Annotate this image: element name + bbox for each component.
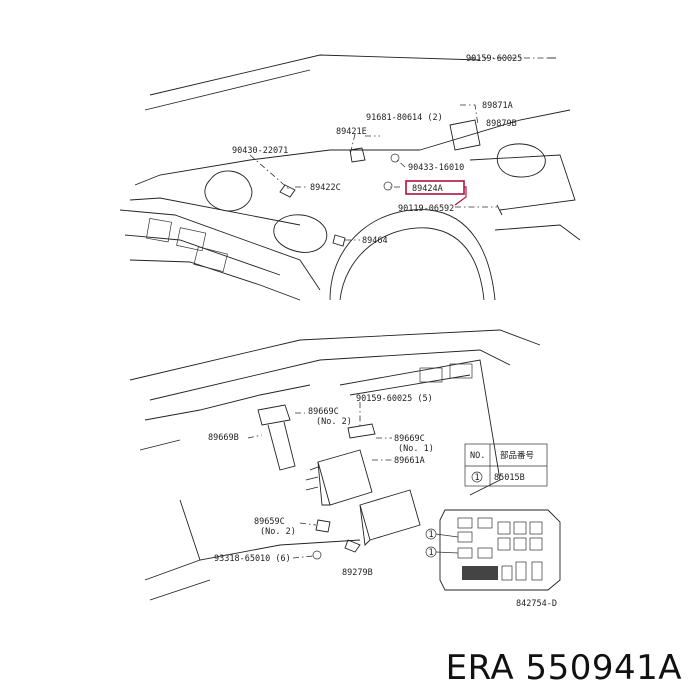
table-row-no: 1 [475,473,480,483]
label-89661a: 89661A [394,456,425,466]
label-89669c-no1: 89669C [394,434,425,444]
table-row-part: 85015B [494,473,525,483]
brand-part-number: ERA 550941A [445,648,682,688]
label-90433-16010: 90433-16010 [408,163,464,173]
lower-part-labels: 90159-60025 (5) 89669C (No. 2) 89669B 89… [208,394,434,578]
label-89279b: 89279B [342,568,373,578]
label-90159-60025: 90159-60025 [466,54,522,64]
label-no2-b: (No. 2) [260,527,296,537]
label-89422c: 89422C [310,183,341,193]
label-91681-80614: 91681-80614 (2) [366,113,443,123]
drawing-number: 842754-D [516,599,557,609]
label-89669b: 89669B [208,433,239,443]
svg-text:1: 1 [429,530,434,540]
label-89871a: 89871A [482,101,513,111]
label-89424a: 89424A [412,184,443,194]
upper-illustration [119,54,581,301]
label-90119-06592: 90119-06592 [398,204,454,214]
table-header-part: 部品番号 [500,450,534,461]
svg-text:1: 1 [429,548,434,558]
label-89659c: 89659C [254,517,285,527]
table-header-no: NO. [470,451,485,461]
label-90430-22071: 90430-22071 [232,146,288,156]
label-89669c-no2: 89669C [308,407,339,417]
lower-illustration [129,329,541,601]
relay-block-detail: 1 1 [425,509,561,591]
label-89464: 89464 [362,236,388,246]
label-93318-65010: 93318-65010 (6) [214,554,291,564]
label-no2: (No. 2) [316,417,352,427]
label-90159-60025-5: 90159-60025 (5) [356,394,433,404]
label-89421e: 89421E [336,127,367,137]
upper-part-labels: 90159-60025 89871A 89879B 91681-80614 (2… [232,54,522,246]
label-no1: (No. 1) [398,444,434,454]
reference-table: NO. 部品番号 1 85015B [464,443,548,487]
label-89879b: 89879B [486,119,517,129]
